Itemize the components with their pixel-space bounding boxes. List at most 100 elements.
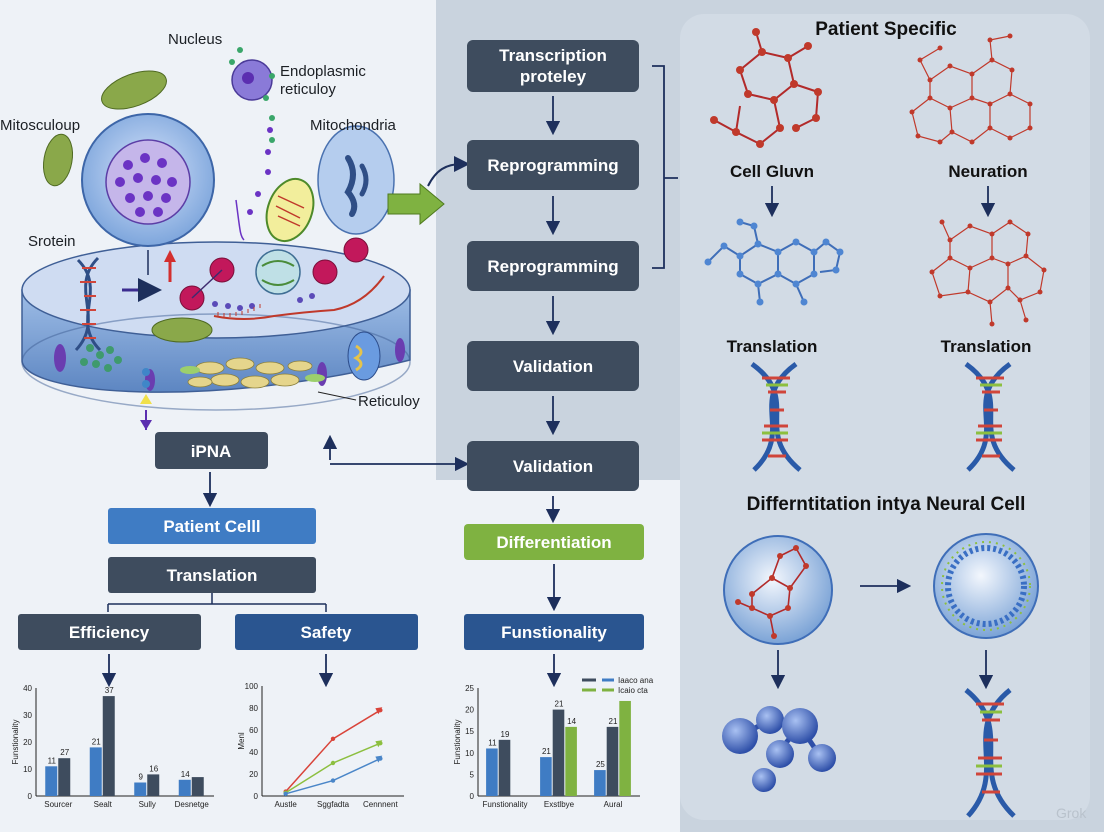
bar-value-label: 11 [48,756,57,765]
bar-value-label: 16 [149,764,158,773]
box-transcription-label-1: Transcription [499,46,607,65]
sphere-right-icon [933,533,1039,639]
label-translation-right-1: Translation [727,337,818,356]
series-arrowhead [375,707,383,715]
bar [134,782,147,796]
green-arrow-icon [387,182,445,226]
right-panel-content: Patient Specific [704,19,1087,821]
bar [102,696,115,796]
label-translation-right-2: Translation [941,337,1032,356]
box-translation-left[interactable] [108,557,316,593]
bar-value-label: 19 [501,730,510,739]
y-tick-label: 20 [23,738,32,747]
box-validation-1-label: Validation [513,357,593,376]
x-tick-label: Austle [275,800,298,809]
panel-title: Patient Specific [815,19,957,40]
bar-value-label: 21 [542,747,551,756]
x-tick-label: Aural [604,800,623,809]
box-differentiation-label: Differentiation [496,533,611,552]
bar-value-label: 14 [567,717,576,726]
x-tick-label: Exstlbye [544,800,575,809]
y-tick-label: 80 [249,704,258,713]
bar [565,726,577,796]
box-ipna-label: iPNA [191,442,232,461]
y-tick-label: 20 [249,770,258,779]
bar-value-label: 9 [139,773,144,782]
bar [147,774,160,796]
bar-value-label: 21 [555,700,564,709]
label-cell-gluvn: Cell Gluvn [730,162,814,181]
x-tick-label: Sealt [94,800,113,809]
bar-value-label: 21 [92,737,101,746]
y-tick-label: 5 [470,770,475,779]
series-point [330,778,336,783]
bar [486,748,498,796]
bar [540,757,552,796]
bar [552,709,565,796]
bar [45,766,58,796]
box-safety[interactable] [235,614,418,650]
y-tick-label: 40 [249,748,258,757]
bar [498,739,511,796]
bar [89,747,102,796]
label-differentiation-neural: Differntitation intya Neural Cell [747,494,1026,515]
bar-value-label: 37 [105,686,114,695]
label-srotein: Srotein [28,233,76,250]
y-tick-label: 10 [465,749,474,758]
y-tick-label: 100 [245,682,259,691]
box-validation-1[interactable] [467,341,639,391]
x-tick-label: Cennnent [363,800,398,809]
box-ipna[interactable] [155,432,268,469]
arrow-to-reprogramming [427,156,470,187]
box-differentiation[interactable] [464,524,644,560]
y-tick-label: 25 [465,684,474,693]
dna-helix-bottom-icon [964,688,1016,818]
box-efficiency[interactable] [18,614,201,650]
box-functionality[interactable] [464,614,644,650]
sphere-left-icon [723,535,833,645]
legend-label: Icaio cta [618,686,648,695]
label-reticuloy: reticuloy [280,81,336,98]
y-tick-label: 0 [28,792,33,801]
protein-cluster-icon [722,706,836,792]
chart-functionality: 0510152025FunstionalityFunstionality1119… [453,676,654,809]
series-arrowhead [375,755,383,763]
box-transcription-label-2: proteley [520,67,587,86]
label-nucleus: Nucleus [168,31,222,48]
label-reticulum: Reticuloy [358,393,420,410]
box-reprogramming-1-label: Reprogramming [487,156,618,175]
bar [58,758,71,796]
bar [178,779,191,796]
dna-helix-right-icon [964,361,1016,472]
box-translation-left-label: Translation [167,566,258,585]
series-point [283,791,288,796]
x-tick-label: Sourcer [44,800,72,809]
y-tick-label: 10 [23,765,32,774]
y-tick-label: 60 [249,726,258,735]
box-validation-2-label: Validation [513,457,593,476]
bar [191,777,204,796]
y-tick-label: 0 [254,792,259,801]
bar-value-label: 11 [488,738,497,747]
label-mitochondria: Mitochondria [310,117,397,134]
box-reprogramming-2[interactable] [467,241,639,291]
y-tick-label: 15 [465,727,474,736]
y-tick-label: 0 [470,792,475,801]
y-tick-label: 20 [465,706,474,715]
box-reprogramming-1[interactable] [467,140,639,190]
series-point [330,760,336,766]
box-efficiency-label: Efficiency [69,623,150,642]
box-functionality-label: Funstionality [501,623,607,642]
box-patient-cell[interactable] [108,508,316,544]
box-safety-label: Safety [300,623,352,642]
bar-value-label: 14 [181,770,190,779]
box-reprogramming-2-label: Reprogramming [487,257,618,276]
series-point [330,736,336,741]
x-tick-label: Sggfadta [317,800,350,809]
box-transcription[interactable] [467,40,639,92]
label-mitosculoup: Mitosculoup [0,117,80,134]
box-validation-2[interactable] [467,441,639,491]
bar-value-label: 27 [60,748,69,757]
label-endoplasmic: Endoplasmic [280,63,366,80]
